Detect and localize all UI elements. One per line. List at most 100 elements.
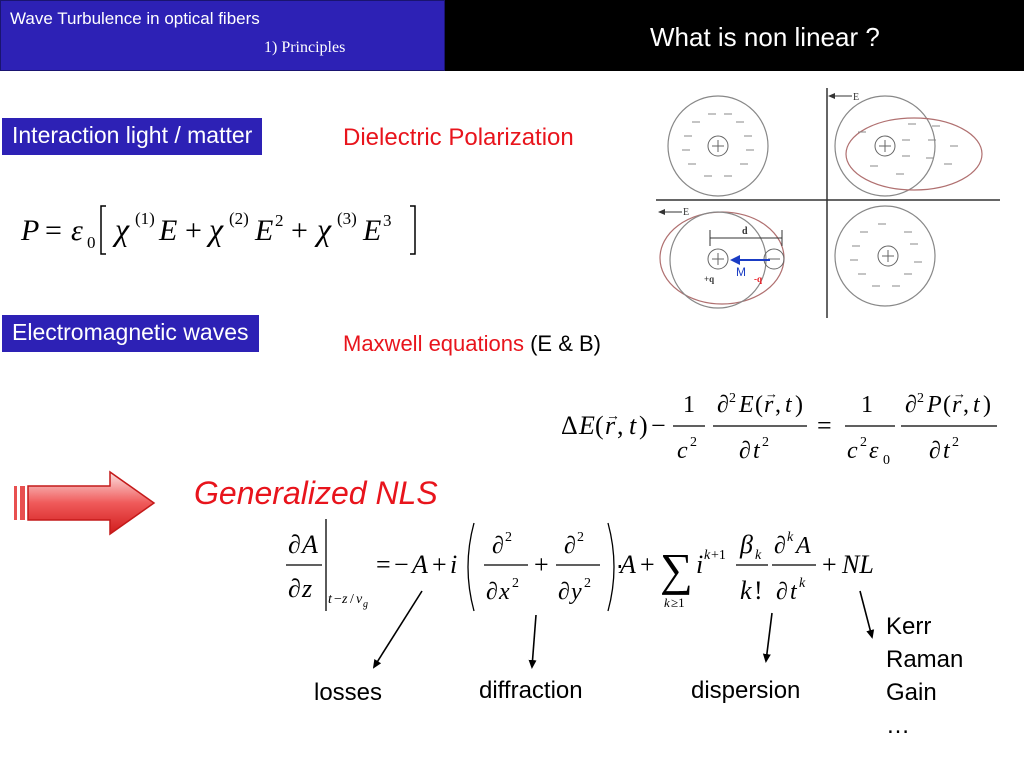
svg-text:Δ: Δ xyxy=(561,411,578,440)
diffraction-label: diffraction xyxy=(479,677,583,704)
svg-text:t: t xyxy=(785,392,793,418)
svg-text:E: E xyxy=(254,214,273,247)
svg-text:1: 1 xyxy=(683,392,695,418)
distance-label: d xyxy=(742,226,748,237)
svg-text:!: ! xyxy=(754,576,763,605)
annotation-arrows xyxy=(372,590,875,669)
diffraction-arrow xyxy=(528,614,537,669)
dielectric-polarization-heading: Dielectric Polarization xyxy=(343,124,574,151)
svg-text:2: 2 xyxy=(860,435,867,450)
dispersion-label: dispersion xyxy=(691,677,801,704)
raman-label: Raman xyxy=(886,646,964,673)
ellipsis-label: … xyxy=(886,712,910,739)
wave-equation: Δ E ( r → , t ) − 1 c 2 ∂ 2 E ( r → , t … xyxy=(561,386,997,468)
svg-text:∂: ∂ xyxy=(905,392,917,418)
positive-charge-label: +q xyxy=(704,274,714,284)
svg-text:→: → xyxy=(606,409,620,424)
svg-text:−: − xyxy=(651,411,666,440)
svg-text:): ) xyxy=(983,392,991,418)
svg-text:i: i xyxy=(696,550,703,579)
svg-text:−: − xyxy=(394,550,409,579)
svg-text:(: ( xyxy=(755,392,763,418)
section-subtitle: 1) Principles xyxy=(264,39,346,56)
polarization-equation: P = ε 0 χ (1) E + χ (2) E 2 + χ (3) E 3 xyxy=(20,205,416,255)
svg-text:χ: χ xyxy=(206,211,224,247)
svg-text:2: 2 xyxy=(584,576,591,591)
svg-text:2: 2 xyxy=(952,435,959,450)
svg-text:β: β xyxy=(739,530,753,559)
svg-text:2: 2 xyxy=(505,530,512,545)
svg-text:t: t xyxy=(753,438,761,464)
svg-text:(: ( xyxy=(595,411,604,440)
svg-text:∂: ∂ xyxy=(288,574,301,603)
svg-text:t: t xyxy=(973,392,981,418)
slide-title: What is non linear ? xyxy=(650,22,880,52)
svg-text:+1: +1 xyxy=(711,548,726,563)
svg-text:+: + xyxy=(185,214,202,247)
svg-text:3: 3 xyxy=(383,211,392,230)
header-right-panel xyxy=(445,0,1024,71)
svg-text:→: → xyxy=(953,386,966,401)
svg-text:2: 2 xyxy=(729,391,736,406)
atom-polarized xyxy=(834,95,983,197)
svg-text:r: r xyxy=(952,392,962,418)
svg-text:+: + xyxy=(534,550,549,579)
svg-text:χ: χ xyxy=(112,211,130,247)
svg-text:A: A xyxy=(300,530,318,559)
svg-text:+: + xyxy=(822,550,837,579)
svg-text:v: v xyxy=(356,592,363,607)
svg-text:k: k xyxy=(799,576,806,591)
svg-text:,: , xyxy=(963,392,969,418)
generalized-nls-heading: Generalized NLS xyxy=(194,475,438,511)
nonlinear-effects-list: Kerr Raman Gain … xyxy=(886,610,963,742)
svg-text:=: = xyxy=(376,550,391,579)
svg-text:k: k xyxy=(664,595,670,610)
svg-text:+: + xyxy=(640,550,655,579)
svg-text:ε: ε xyxy=(71,214,83,247)
nonlinear-arrow xyxy=(859,590,875,639)
svg-text:∂: ∂ xyxy=(739,438,751,464)
svg-text:2: 2 xyxy=(512,576,519,591)
header-left-panel xyxy=(0,0,445,71)
field-label-top: E xyxy=(853,92,859,103)
svg-text:P: P xyxy=(20,214,39,247)
svg-text:+: + xyxy=(432,550,447,579)
svg-text:→: → xyxy=(765,386,778,401)
svg-text:g: g xyxy=(363,599,368,610)
svg-text:1: 1 xyxy=(861,392,873,418)
svg-text:): ) xyxy=(639,411,648,440)
svg-text:(2): (2) xyxy=(229,209,249,228)
svg-text:∑: ∑ xyxy=(660,544,693,595)
svg-text:,: , xyxy=(775,392,781,418)
svg-text:0: 0 xyxy=(883,453,890,468)
svg-text:(3): (3) xyxy=(337,209,357,228)
svg-text:z: z xyxy=(301,574,312,603)
svg-text:2: 2 xyxy=(275,211,284,230)
svg-text:+: + xyxy=(291,214,308,247)
dielectric-polarization-diagram: E E xyxy=(656,88,1000,318)
svg-text:c: c xyxy=(847,438,858,464)
svg-text:∂: ∂ xyxy=(288,530,301,559)
svg-text:∂: ∂ xyxy=(717,392,729,418)
svg-text:2: 2 xyxy=(917,391,924,406)
svg-text:∂: ∂ xyxy=(486,579,498,605)
svg-text:0: 0 xyxy=(87,233,96,252)
dispersion-arrow xyxy=(762,612,773,663)
svg-text:k: k xyxy=(740,576,752,605)
svg-text:r: r xyxy=(605,411,616,440)
svg-text:∂: ∂ xyxy=(929,438,941,464)
atom-undisturbed xyxy=(667,95,769,197)
losses-label: losses xyxy=(314,679,383,706)
svg-text:): ) xyxy=(795,392,803,418)
svg-text:∂: ∂ xyxy=(564,533,576,559)
svg-text:A: A xyxy=(794,533,811,559)
svg-text:NL: NL xyxy=(841,550,874,579)
svg-text:k: k xyxy=(787,530,794,545)
svg-text:A: A xyxy=(618,550,636,579)
svg-text:∂: ∂ xyxy=(776,579,788,605)
field-label-left: E xyxy=(683,207,689,218)
svg-text:t: t xyxy=(943,438,951,464)
svg-text:E: E xyxy=(738,392,754,418)
svg-text:2: 2 xyxy=(577,530,584,545)
negative-charge-label: -q xyxy=(754,274,762,284)
